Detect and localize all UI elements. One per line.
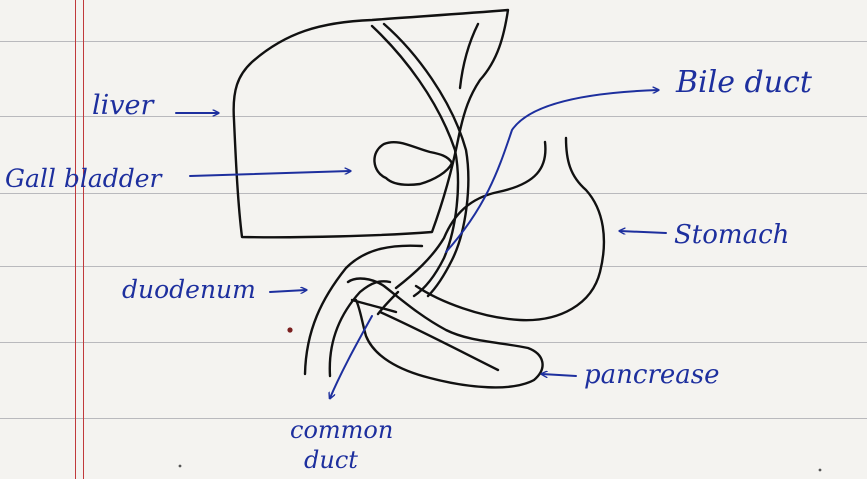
label-common-duct-line2: duct xyxy=(304,448,358,472)
label-bile-duct: Bile duct xyxy=(676,68,812,98)
pencil-dot xyxy=(179,465,182,468)
pancreas-outline xyxy=(348,279,543,388)
pancreas-pointer-arrow xyxy=(542,374,576,376)
stomach-pointer-arrow xyxy=(620,231,666,233)
hepatic-duct-line xyxy=(372,26,458,296)
label-gall-bladder: Gall bladder xyxy=(5,166,161,191)
pencil-dot xyxy=(819,469,822,472)
label-pancreas: pancrease xyxy=(584,362,720,388)
duodenum-pointer-arrow xyxy=(270,290,306,292)
ink-dot xyxy=(287,327,292,332)
label-liver: liver xyxy=(92,92,153,119)
gall-bladder-pointer-arrow xyxy=(190,171,350,176)
gall-bladder-outline xyxy=(374,142,452,185)
bile-duct-pointer-arrow xyxy=(446,90,658,252)
label-stomach: Stomach xyxy=(674,222,789,248)
liver-lobe-line xyxy=(460,24,478,88)
duodenum-outline xyxy=(305,246,422,376)
label-duodenum: duodenum xyxy=(122,277,256,302)
label-common-duct-line1: common xyxy=(290,418,393,442)
